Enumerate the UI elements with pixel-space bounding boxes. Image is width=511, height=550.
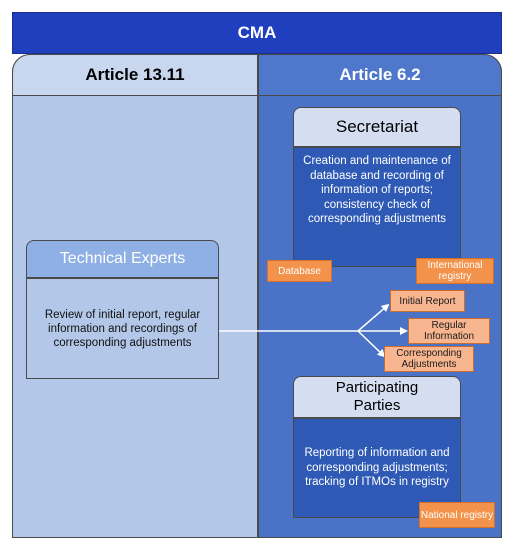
participating-parties-body: Reporting of information and correspondi… xyxy=(293,418,461,518)
article-6-2-header: Article 6.2 xyxy=(258,54,502,96)
article-13-11-header: Article 13.11 xyxy=(12,54,258,96)
participating-parties-title-line1: Participating xyxy=(335,379,419,396)
international-registry-tag: International registry xyxy=(416,258,494,284)
corresponding-adjustments-label: Corresponding Adjustments xyxy=(396,348,462,370)
arrow-corresponding-adjustments xyxy=(357,330,386,358)
participating-parties-title-line2: Parties xyxy=(353,397,401,414)
secretariat-body: Creation and maintenance of database and… xyxy=(293,147,461,267)
corresponding-adjustments-tag: Corresponding Adjustments xyxy=(384,346,474,372)
regular-information-tag: Regular Information xyxy=(408,318,490,344)
cma-title: CMA xyxy=(237,23,277,42)
technical-experts-title: Technical Experts xyxy=(59,250,186,267)
technical-experts-description: Review of initial report, regular inform… xyxy=(44,308,201,349)
secretariat-header: Secretariat xyxy=(293,107,461,147)
arrow-initial-report xyxy=(357,303,390,332)
participating-parties-title: Participating Parties xyxy=(336,379,419,415)
participating-parties-header: Participating Parties xyxy=(293,376,461,418)
national-registry-tag: National registry xyxy=(419,502,495,528)
secretariat-description: Creation and maintenance of database and… xyxy=(303,155,451,225)
participating-parties-description: Reporting of information and correspondi… xyxy=(304,447,450,489)
international-registry-label: International registry xyxy=(427,260,483,282)
cma-header: CMA xyxy=(12,12,502,54)
database-tag: Database xyxy=(267,260,332,282)
technical-experts-header: Technical Experts xyxy=(26,240,219,278)
article-13-11-title: Article 13.11 xyxy=(85,65,185,84)
regular-information-label: Regular Information xyxy=(423,320,475,342)
national-registry-label: National registry xyxy=(420,509,494,521)
technical-experts-body: Review of initial report, regular inform… xyxy=(26,278,219,379)
article-6-2-title: Article 6.2 xyxy=(339,65,421,84)
initial-report-label: Initial Report xyxy=(399,295,456,307)
secretariat-title: Secretariat xyxy=(335,117,419,136)
database-label: Database xyxy=(278,265,321,277)
initial-report-tag: Initial Report xyxy=(390,290,465,312)
